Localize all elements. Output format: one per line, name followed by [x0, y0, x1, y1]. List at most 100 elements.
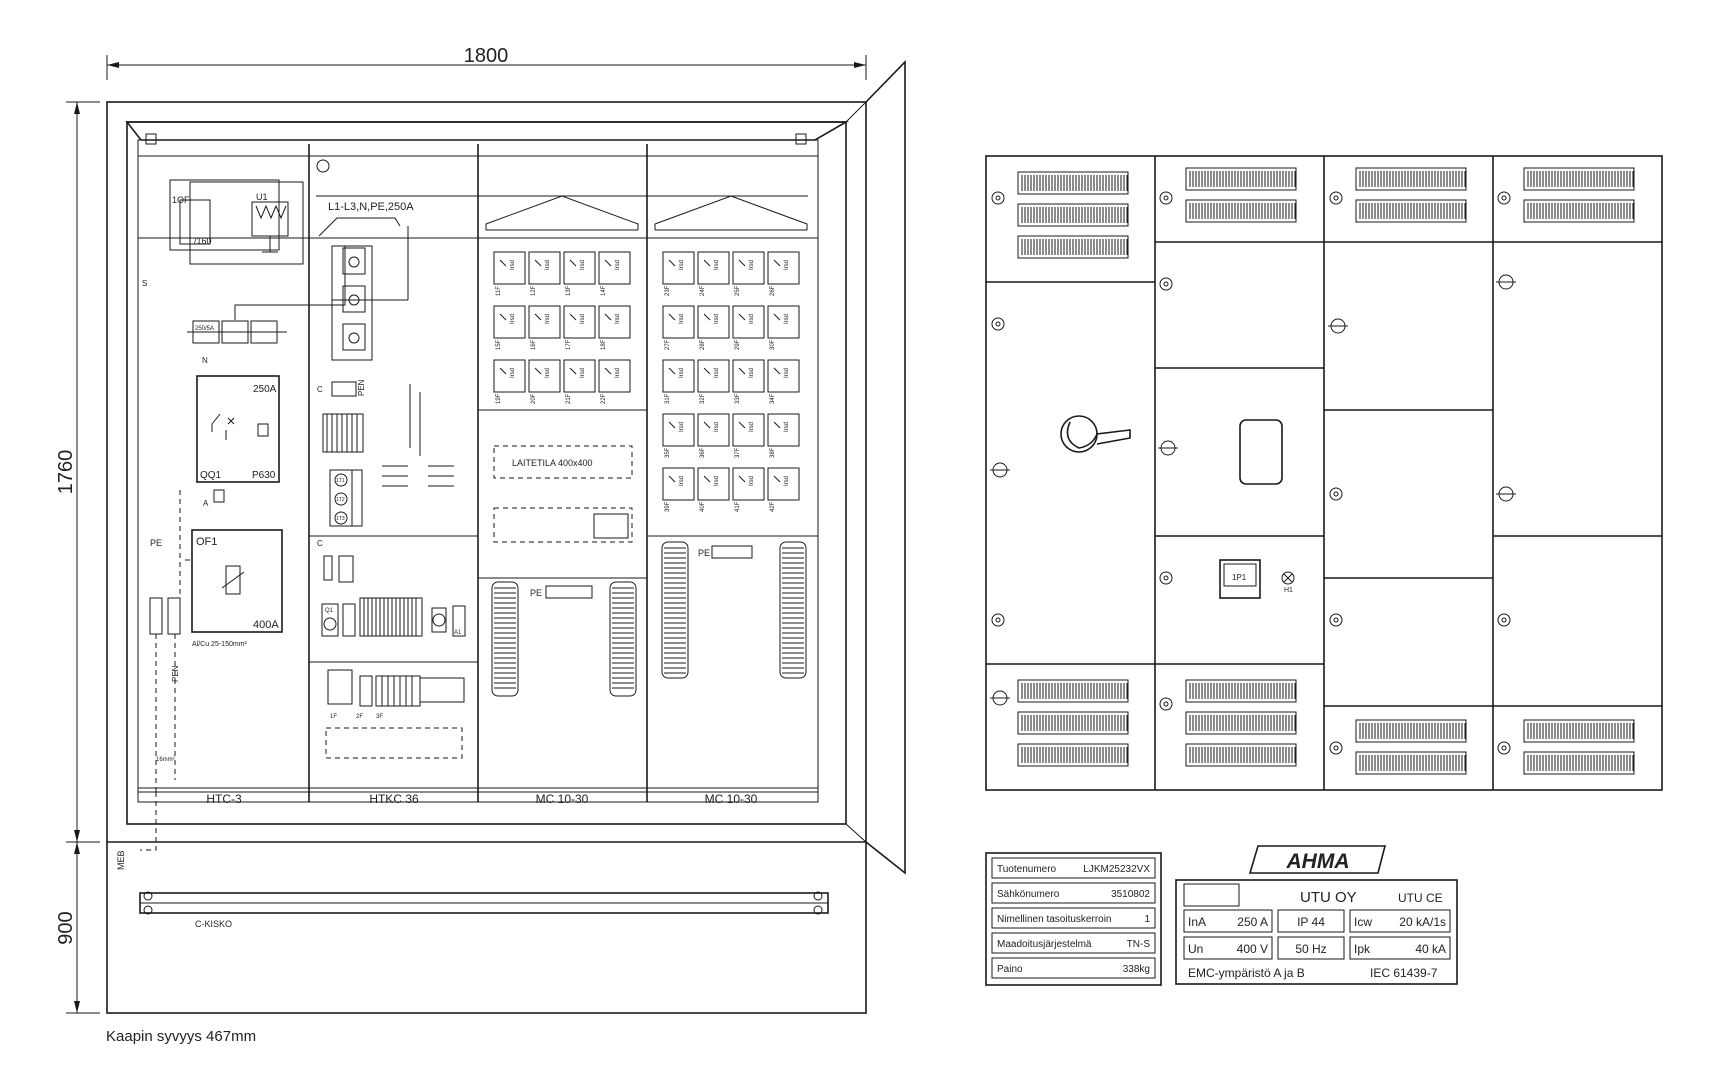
vent-grille: [1523, 199, 1635, 223]
door-lock[interactable]: [1159, 571, 1173, 585]
breaker-irsd-label: Irsd: [749, 314, 755, 324]
section4-pe-label: PE: [698, 548, 710, 558]
rotary-lock[interactable]: [1496, 274, 1516, 290]
section-titles: HTC-3 HTKC 36 MC 10-30 MC 10-30: [206, 792, 757, 806]
section-title-3: MC 10-30: [536, 792, 589, 806]
rating-cell: 20 kA/1s: [1399, 915, 1446, 929]
door-lock[interactable]: [1329, 613, 1343, 627]
meter-2-label: 1T2: [336, 497, 345, 503]
door-lock[interactable]: [1329, 191, 1343, 205]
nameplate-row-label: Sähkönumero: [997, 889, 1060, 900]
rotary-lock[interactable]: [990, 690, 1010, 706]
breaker-irsd-label: Irsd: [714, 314, 720, 324]
height-dimension: 1760: [55, 450, 77, 495]
main-switch-handle[interactable]: [1060, 415, 1131, 453]
section2-ct-stack: [331, 226, 409, 361]
rotary-lock[interactable]: [1158, 440, 1178, 456]
door-lock[interactable]: [1497, 741, 1511, 755]
spd-label: U1: [256, 192, 268, 202]
door-lock[interactable]: [1329, 741, 1343, 755]
lamp-label: H1: [1284, 587, 1293, 594]
breaker-irsd-label: Irsd: [615, 260, 621, 270]
vent-grille: [1017, 679, 1129, 703]
breaker-irsd-label: Irsd: [749, 368, 755, 378]
device-space-label: LAITETILA 400x400: [512, 458, 593, 468]
rating-cell: Ipk: [1354, 942, 1371, 956]
busbar-label: L1-L3,N,PE,250A: [328, 201, 414, 213]
width-dimension: 1800: [464, 45, 509, 67]
vent-grille: [1017, 711, 1129, 735]
nameplate-row-value: 338kg: [1123, 964, 1150, 975]
breaker-irsd-label: Irsd: [679, 476, 685, 486]
door-lock[interactable]: [991, 191, 1005, 205]
vent-grille: [1355, 751, 1467, 775]
breaker-rating: 250A: [253, 384, 277, 395]
door-lock[interactable]: [991, 613, 1005, 627]
vent-grille: [1185, 199, 1297, 223]
door-lock[interactable]: [1497, 613, 1511, 627]
breaker-irsd-label: Irsd: [679, 368, 685, 378]
section2-c-label-2: C: [317, 539, 323, 548]
breaker-id-label: 17F: [566, 339, 572, 350]
breaker-id-label: 11F: [496, 286, 502, 296]
section2-devices: C PEN 1T1 1T2 1T3 C Q1 A1 1F: [309, 379, 478, 759]
nameplate-row-label: Paino: [997, 964, 1023, 975]
power-meter: [1219, 559, 1261, 599]
nameplate-row-value: LJKM25232VX: [1083, 864, 1150, 875]
breaker-id-label: 23F: [665, 285, 671, 296]
door-lock[interactable]: [991, 317, 1005, 331]
rotary-lock[interactable]: [990, 462, 1010, 478]
c-rail-label: C-KISKO: [195, 919, 232, 929]
door-lock[interactable]: [1159, 191, 1173, 205]
current-transformers: 250/5A: [187, 320, 287, 344]
door-lock[interactable]: [1159, 697, 1173, 711]
nameplate-row-value: 3510802: [1111, 889, 1150, 900]
breaker-irsd-label: Irsd: [784, 476, 790, 486]
rating-cell: Un: [1188, 942, 1203, 956]
rating-cell: Icw: [1354, 915, 1372, 929]
breaker-id-label: 19F: [496, 393, 502, 404]
breaker-irsd-label: Irsd: [749, 260, 755, 270]
breaker-id-label: 30F: [770, 339, 776, 350]
vent-grille: [1355, 719, 1467, 743]
breaker-id-label: 34F: [770, 393, 776, 404]
depth-note: Kaapin syvyys 467mm: [106, 1028, 256, 1045]
rotary-lock[interactable]: [1496, 486, 1516, 502]
door-lock[interactable]: [1329, 487, 1343, 501]
breaker-irsd-label: Irsd: [615, 314, 621, 324]
breaker-irsd-label: Irsd: [784, 260, 790, 270]
door-lock[interactable]: [1159, 277, 1173, 291]
breaker-irsd-label: Irsd: [749, 476, 755, 486]
front-view: 1P1 H1: [985, 155, 1663, 791]
breaker-id-label: 21F: [566, 393, 572, 404]
breaker-id-label: 22F: [601, 393, 607, 404]
breaker-id-label: 38F: [770, 447, 776, 458]
breaker-id-label: 35F: [665, 447, 671, 458]
breaker-irsd-label: Irsd: [784, 422, 790, 432]
a1-label: A1: [454, 630, 462, 636]
standard-note: IEC 61439-7: [1370, 966, 1438, 980]
ground-note: 16mm²: [156, 757, 175, 763]
door-lock[interactable]: [1497, 191, 1511, 205]
rotary-lock[interactable]: [1328, 318, 1348, 334]
section-title-4: MC 10-30: [705, 792, 758, 806]
breaker-id-label: 29F: [735, 339, 741, 350]
vent-grille: [1355, 167, 1467, 191]
vent-grille: [1523, 719, 1635, 743]
fuse-label-2: 2F: [356, 714, 363, 720]
breaker-id-label: 42F: [770, 501, 776, 512]
